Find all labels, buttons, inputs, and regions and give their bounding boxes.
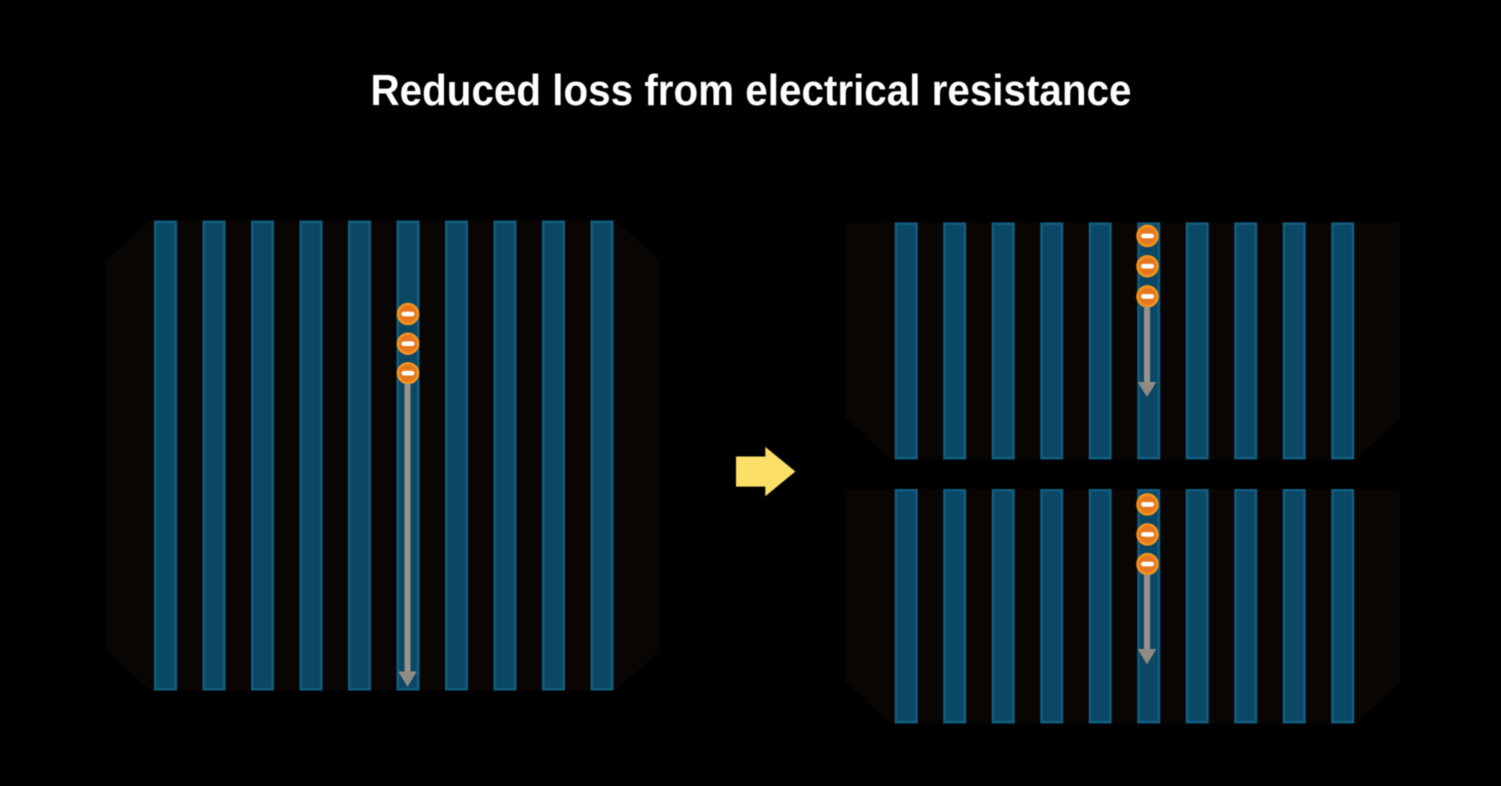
svg-text:Reduced loss from electrical r: Reduced loss from electrical resistance [371, 66, 1132, 115]
